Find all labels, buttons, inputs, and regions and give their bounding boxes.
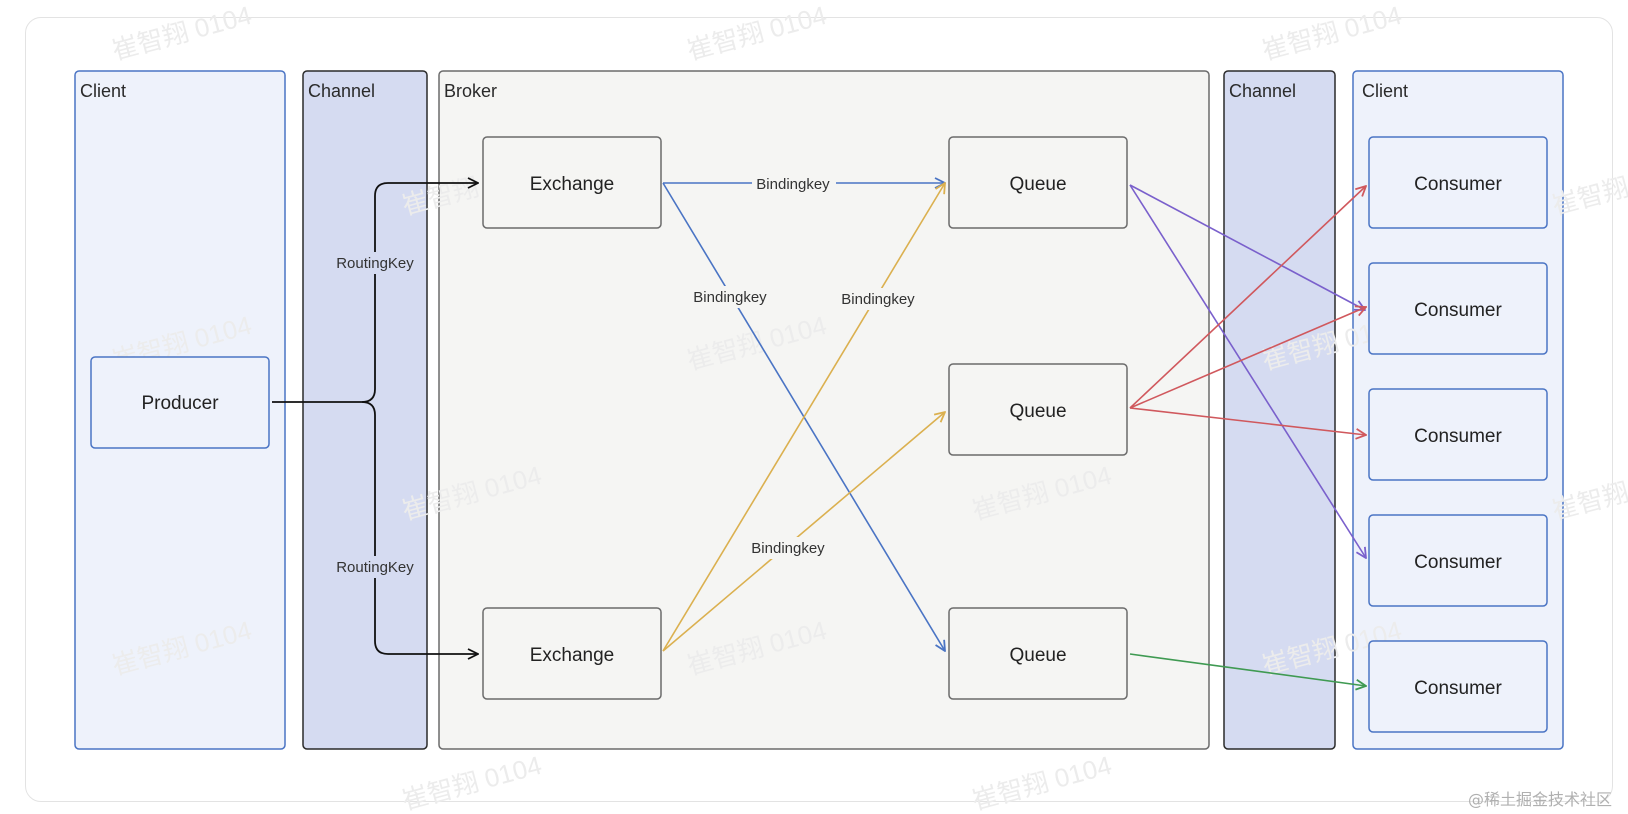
consume-edge-purple <box>1129 184 1365 310</box>
queue-label: Queue <box>1009 401 1066 422</box>
consume-edge-red <box>1129 407 1366 435</box>
client-right-title: Client <box>1362 81 1408 101</box>
queue-node: Queue <box>948 607 1128 700</box>
consumer-node: Consumer <box>1368 388 1548 481</box>
exchange-label: Exchange <box>530 645 615 666</box>
binding-edge-yellow <box>662 412 945 652</box>
consume-edges <box>1129 184 1366 686</box>
queue-node: Queue <box>948 363 1128 456</box>
binding-key-label: Bindingkey <box>751 540 825 557</box>
consumer-node: Consumer <box>1368 640 1548 733</box>
watermark: 崔智翔 0104 <box>969 750 1115 814</box>
routing-edges <box>272 183 478 654</box>
broker-panel: Broker <box>438 70 1210 750</box>
binding-key-label: Bindingkey <box>693 289 767 306</box>
exchange-label: Exchange <box>530 174 615 195</box>
consume-edge-purple <box>1129 184 1366 558</box>
queue-node: Queue <box>948 136 1128 229</box>
binding-key-label: Bindingkey <box>841 291 915 308</box>
queue-label: Queue <box>1009 645 1066 666</box>
consumer-node: Consumer <box>1368 262 1548 355</box>
routing-key-label: RoutingKey <box>336 559 414 576</box>
broker-title: Broker <box>444 81 497 101</box>
consumer-label: Consumer <box>1414 552 1502 573</box>
client-left-title: Client <box>80 81 126 101</box>
binding-edges <box>662 183 945 652</box>
consumer-node: Consumer <box>1368 514 1548 607</box>
consumer-label: Consumer <box>1414 426 1502 447</box>
channel-left-title: Channel <box>308 81 375 101</box>
credit-text: @稀土掘金技术社区 <box>1467 790 1612 809</box>
canvas-frame <box>25 17 1613 802</box>
queue-label: Queue <box>1009 174 1066 195</box>
exchange-node: Exchange <box>482 136 662 229</box>
consumer-label: Consumer <box>1414 678 1502 699</box>
edge-labels: RoutingKey RoutingKey Bindingkey Binding… <box>331 173 920 578</box>
consume-edge-green <box>1129 653 1366 686</box>
watermark: 崔智翔 0104 <box>399 750 545 814</box>
exchange-node: Exchange <box>482 607 662 700</box>
routing-edge <box>361 401 478 654</box>
routing-key-label: RoutingKey <box>336 255 414 272</box>
watermark: 崔智翔 0104 <box>1259 0 1405 66</box>
producer-label: Producer <box>141 393 219 414</box>
producer-node: Producer <box>90 356 270 449</box>
consume-edge-red <box>1129 307 1366 409</box>
consumer-label: Consumer <box>1414 174 1502 195</box>
binding-edge-yellow <box>662 183 945 652</box>
consumer-label: Consumer <box>1414 300 1502 321</box>
binding-key-label: Bindingkey <box>756 176 830 193</box>
consume-edge-red <box>1129 186 1366 409</box>
watermark: 崔智翔 0104 <box>109 0 255 66</box>
channel-left-panel: Channel <box>302 70 428 750</box>
consumer-node: Consumer <box>1368 136 1548 229</box>
watermark: 崔智翔 0104 <box>684 0 830 66</box>
routing-edge <box>272 183 478 403</box>
channel-right-title: Channel <box>1229 81 1296 101</box>
